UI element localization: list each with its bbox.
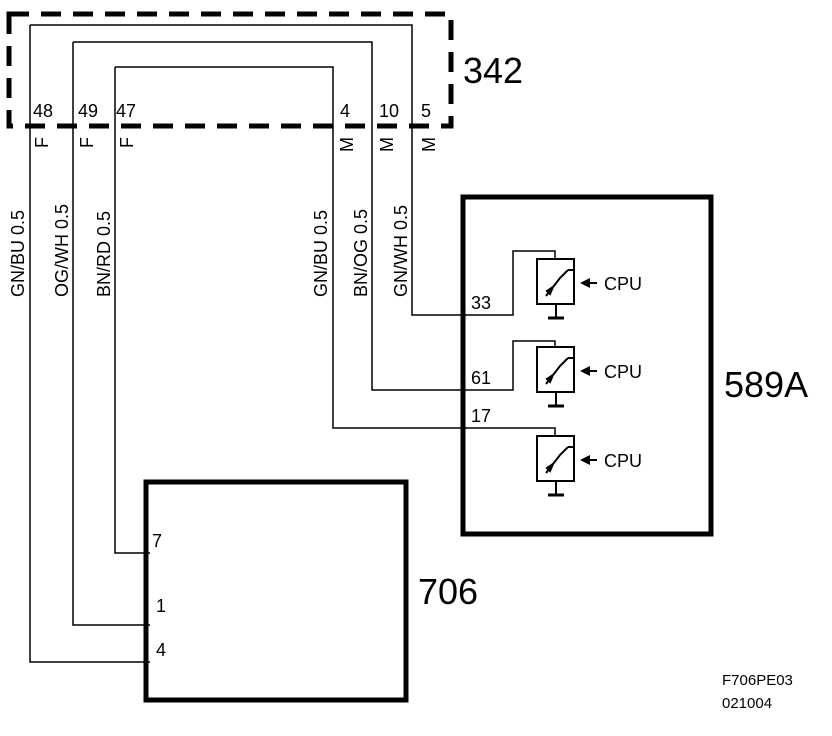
figure-date: 021004	[722, 695, 772, 712]
lead-33	[470, 250, 556, 316]
wire-label-bnrd: BN/RD 0.5	[94, 211, 114, 297]
connector-pin-47: 47	[116, 101, 136, 121]
wire-bnrd	[115, 66, 334, 128]
gender-m-5: M	[419, 137, 439, 152]
cpu-label-2: CPU	[604, 362, 642, 382]
connector-pin-48: 48	[33, 101, 53, 121]
wire-ogwh-lower	[72, 42, 150, 626]
wire-gnbu-left	[30, 24, 413, 128]
module-706-pin-4: 4	[156, 640, 166, 660]
gender-f-49: F	[77, 137, 97, 148]
connector-pin-4: 4	[340, 101, 350, 121]
wire-bnrd-lower	[114, 67, 150, 554]
module-706-pin-7: 7	[152, 531, 162, 551]
wire-label-ogwh: OG/WH 0.5	[52, 204, 72, 297]
module-589a-pin-17: 17	[471, 406, 491, 426]
module-706-box	[143, 479, 409, 703]
wires	[29, 24, 556, 663]
gender-m-4: M	[337, 137, 357, 152]
module-706-label: 706	[418, 571, 478, 612]
wire-label-gnbu-right: GN/BU 0.5	[311, 210, 331, 297]
connector-pin-5: 5	[421, 101, 431, 121]
lead-61	[470, 340, 556, 391]
wire-gnbu-right	[332, 128, 470, 429]
module-589a-pin-33: 33	[471, 293, 491, 313]
module-706-pin-1: 1	[156, 596, 166, 616]
cpu-label-3: CPU	[604, 451, 642, 471]
switch-symbol-2	[536, 346, 597, 408]
switch-symbol-1	[536, 258, 597, 320]
module-589a-box	[460, 194, 714, 537]
wire-label-gnwh: GN/WH 0.5	[391, 205, 411, 297]
connector-342	[6, 11, 454, 129]
connector-pin-10: 10	[379, 101, 399, 121]
gender-f-48: F	[32, 137, 52, 148]
gender-f-47: F	[117, 137, 137, 148]
wire-label-gnbu-left: GN/BU 0.5	[8, 210, 28, 297]
module-589a-label: 589A	[724, 364, 808, 405]
wire-label-bnog: BN/OG 0.5	[351, 209, 371, 297]
cpu-label-1: CPU	[604, 274, 642, 294]
wire-ogwh	[73, 41, 373, 128]
wire-bnog	[371, 128, 470, 391]
switch-symbol-3	[536, 435, 597, 497]
gender-m-10: M	[377, 137, 397, 152]
wire-gnwh	[411, 128, 470, 316]
module-589a-pin-61: 61	[471, 368, 491, 388]
lead-17	[470, 427, 556, 436]
connector-pin-49: 49	[78, 101, 98, 121]
connector-342-label: 342	[463, 50, 523, 91]
wire-gnbu-left-lower	[29, 25, 150, 663]
figure-code: F706PE03	[722, 672, 793, 689]
